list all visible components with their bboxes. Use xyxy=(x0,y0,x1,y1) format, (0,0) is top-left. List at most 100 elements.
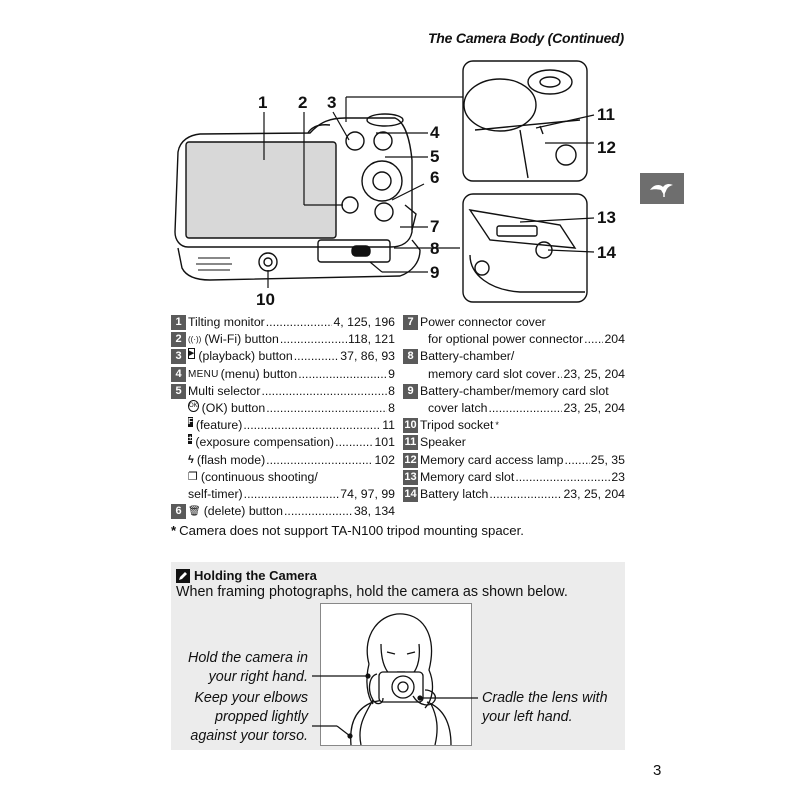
callout-2: 2 xyxy=(298,93,308,112)
part-number: 2 xyxy=(171,332,186,348)
part-row-6: 6 🗑 (delete) button 38, 134 xyxy=(171,503,395,520)
holding-camera-title: Holding the Camera xyxy=(176,568,317,583)
intro-bird-icon xyxy=(650,183,673,197)
part-label: (menu) button xyxy=(220,366,298,381)
holding-title-text: Holding the Camera xyxy=(194,568,317,583)
part-row-13: 13 Memory card slot 23 xyxy=(403,469,625,486)
part-label: Speaker xyxy=(420,435,466,450)
part-row-11: 11 Speaker xyxy=(403,434,625,451)
parts-list-left: 1 Tilting monitor 4, 125, 196 2 ((·)) (W… xyxy=(171,314,395,520)
part-row-feature: F (feature) 11 xyxy=(171,417,395,434)
part-number: 7 xyxy=(403,315,418,330)
callout-11: 11 xyxy=(597,105,615,124)
part-row-3: 3 ▶ (playback) button 37, 86, 93 xyxy=(171,348,395,365)
callout-13: 13 xyxy=(597,208,616,227)
part-pages: 8 xyxy=(388,383,395,398)
part-row-ok: OK (OK) button 8 xyxy=(171,400,395,417)
caption-left-hand: Cradle the lens with your left hand. xyxy=(482,690,608,725)
continuous-shooting-icon: ❐ xyxy=(188,470,198,483)
part-pages: 9 xyxy=(388,366,395,381)
part-row-5: 5 Multi selector 8 xyxy=(171,383,395,400)
part-label: (continuous shooting/ xyxy=(200,469,318,484)
playback-icon: ▶ xyxy=(188,348,196,360)
part-pages: 118, 121 xyxy=(348,332,395,347)
callout-14: 14 xyxy=(597,243,616,262)
part-number: 3 xyxy=(171,349,186,365)
part-label: Battery latch xyxy=(420,487,489,502)
part-label: (exposure compensation) xyxy=(195,435,335,450)
part-label: cover latch xyxy=(428,401,488,416)
part-pages: 25, 35 xyxy=(590,452,625,467)
part-pages: 8 xyxy=(388,401,395,416)
wifi-icon: ((·)) xyxy=(188,335,202,345)
part-number: 5 xyxy=(171,383,186,399)
holding-camera-illustration xyxy=(320,603,472,746)
part-row-7-cont: for optional power connector 204 xyxy=(403,331,625,348)
exposure-compensation-icon: ± xyxy=(188,434,193,445)
camera-body-figure xyxy=(174,60,595,303)
part-label: (delete) button xyxy=(203,504,284,519)
person-holding-camera-image xyxy=(350,613,452,745)
part-row-flash: ϟ (flash mode) 102 xyxy=(171,452,395,469)
callout-3: 3 xyxy=(327,93,337,112)
page-header-title: The Camera Body (Continued) xyxy=(427,30,624,46)
caption-elbows: Keep your elbows propped lightly against… xyxy=(190,690,308,744)
callout-4: 4 xyxy=(430,123,440,142)
footnote: *Camera does not support TA-N100 tripod … xyxy=(171,523,524,538)
callout-9: 9 xyxy=(430,263,440,282)
part-label: for optional power connector xyxy=(428,332,584,347)
chapter-tab xyxy=(640,173,684,204)
callout-10: 10 xyxy=(256,290,275,309)
part-row-12: 12 Memory card access lamp 25, 35 xyxy=(403,452,625,469)
part-row-8-cont: memory card slot cover 23, 25, 204 xyxy=(403,366,625,383)
part-number: 1 xyxy=(171,315,186,330)
callout-1: 1 xyxy=(258,93,268,112)
delete-icon: 🗑 xyxy=(188,506,201,518)
part-number: 4 xyxy=(171,366,186,382)
part-row-9-cont: cover latch 23, 25, 204 xyxy=(403,400,625,417)
part-label: Memory card access lamp xyxy=(420,452,564,467)
part-number: 13 xyxy=(403,469,418,485)
part-label: (playback) button xyxy=(198,349,293,364)
part-pages: 4, 125, 196 xyxy=(333,315,395,329)
part-label: Tripod socket xyxy=(420,418,494,433)
menu-icon: MENU xyxy=(188,368,219,380)
page-number: 3 xyxy=(653,762,662,779)
parts-list-right: 7 Power connector cover for optional pow… xyxy=(403,314,625,503)
part-row-4: 4 MENU (menu) button 9 xyxy=(171,366,395,383)
part-label: Multi selector xyxy=(188,383,261,398)
part-number: 10 xyxy=(403,418,418,434)
part-row-1: 1 Tilting monitor 4, 125, 196 xyxy=(171,314,395,331)
part-pages: 101 xyxy=(374,435,395,450)
part-row-14: 14 Battery latch 23, 25, 204 xyxy=(403,486,625,503)
callout-8: 8 xyxy=(430,239,440,258)
part-number: 6 xyxy=(171,504,186,520)
part-label: self-timer) xyxy=(188,487,243,502)
part-number: 12 xyxy=(403,452,418,468)
callout-5: 5 xyxy=(430,147,440,166)
caption-right-hand: Hold the camera in your right hand. xyxy=(188,650,308,685)
part-number: 14 xyxy=(403,487,418,503)
part-pages: 38, 134 xyxy=(353,504,395,519)
part-label: Memory card slot xyxy=(420,469,515,484)
part-label: (Wi-Fi) button xyxy=(204,332,279,347)
part-row-continuous: ❐ (continuous shooting/ xyxy=(171,469,395,486)
part-label: Tilting monitor xyxy=(188,315,265,329)
part-row-exposure: ± (exposure compensation) 101 xyxy=(171,434,395,451)
part-number: 9 xyxy=(403,383,418,399)
part-label: Power connector cover xyxy=(420,315,546,329)
part-label: (flash mode) xyxy=(196,452,266,467)
part-label: memory card slot cover xyxy=(428,366,556,381)
note-pencil-icon xyxy=(176,568,190,583)
part-pages: 74, 97, 99 xyxy=(340,487,395,502)
part-pages: 23, 25, 204 xyxy=(563,366,625,381)
part-label: Battery-chamber/memory card slot xyxy=(420,383,609,398)
part-pages: 102 xyxy=(374,452,395,467)
part-pages: 37, 86, 93 xyxy=(340,349,395,364)
callout-7: 7 xyxy=(430,217,440,236)
part-label: (feature) xyxy=(195,418,243,433)
footnote-marker: * xyxy=(495,420,499,431)
part-row-2: 2 ((·)) (Wi-Fi) button 118, 121 xyxy=(171,331,395,348)
part-row-10: 10 Tripod socket * xyxy=(403,417,625,434)
